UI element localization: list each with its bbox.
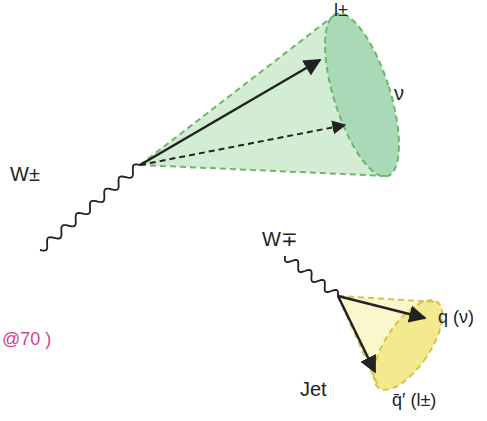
neutrino-label: ν — [394, 82, 404, 104]
w-boson-wave — [285, 256, 338, 296]
quark-arrow — [338, 296, 425, 318]
neutrino-arrow — [140, 125, 345, 165]
jet-label: Jet — [300, 378, 327, 400]
boson-label: W± — [10, 163, 40, 185]
quark-label: q (ν) — [438, 308, 474, 328]
cone-edge — [140, 14, 336, 165]
boson-label: W∓ — [262, 228, 298, 250]
cone-mouth — [310, 6, 415, 185]
cone-edge — [338, 296, 379, 388]
lepton-label: l± — [334, 1, 348, 21]
cone-edge — [140, 165, 388, 176]
lepton-arrow — [140, 60, 320, 165]
w-boson-wave — [40, 164, 140, 250]
antiquark-label: q̄′ (l±) — [392, 391, 436, 411]
cutoff-note: @70 ) — [2, 330, 51, 350]
quark-arrow — [338, 296, 375, 372]
